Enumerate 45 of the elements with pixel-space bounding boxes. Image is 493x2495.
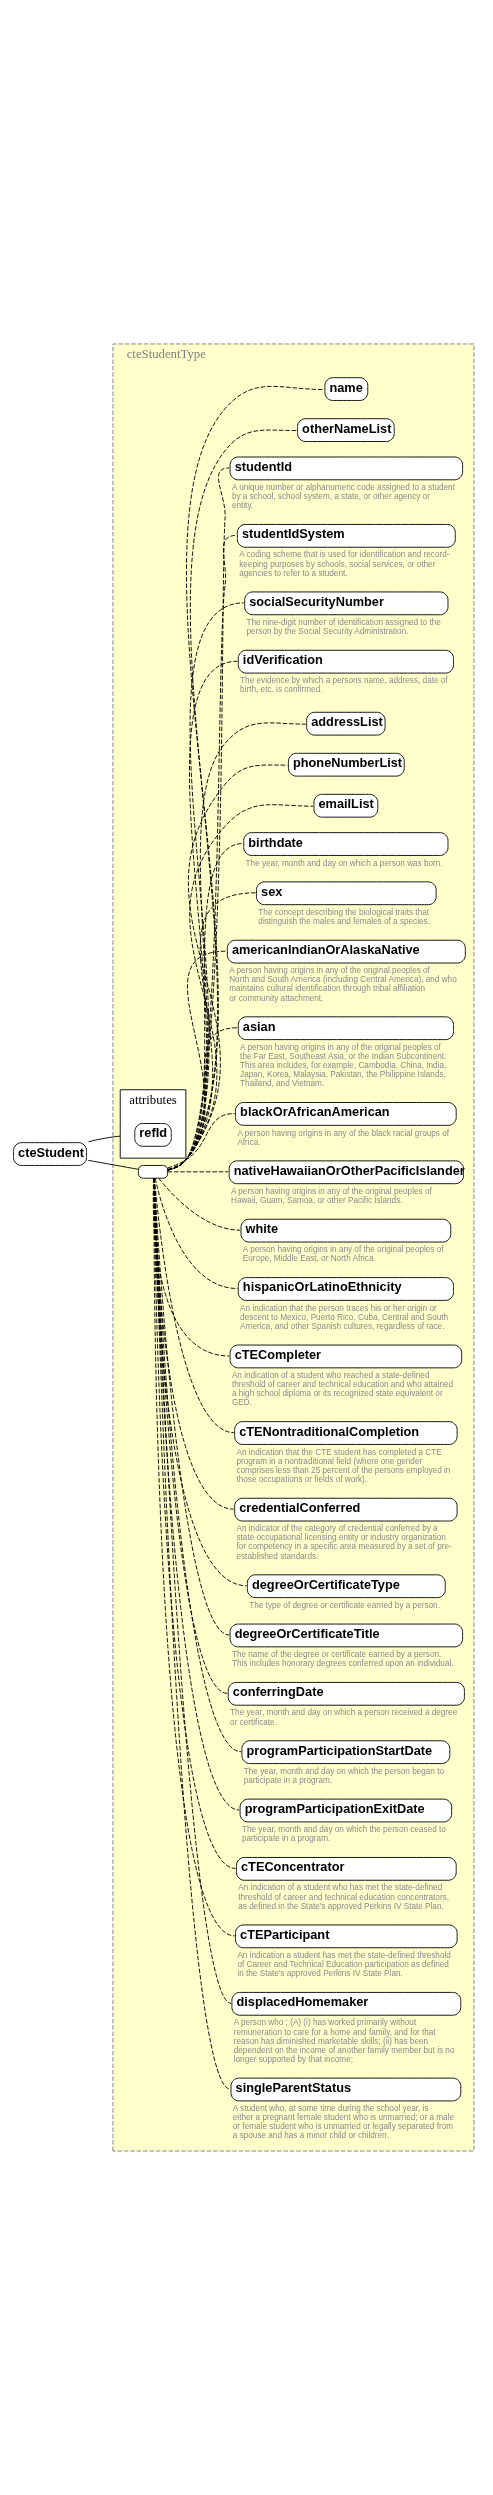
- connector: [167, 764, 288, 1171]
- node-label: A unique number or alphanumeric code assigned to a student by a school, school system, a state, or other agency or entity.: [231, 483, 455, 511]
- node-label: A coding scheme that is used for identification and record-keeping purposes by schools, social services, or other agencies to refer to a student.: [239, 550, 450, 578]
- connector: [167, 804, 314, 1171]
- connector: [167, 385, 325, 1171]
- connector: [154, 1177, 238, 1289]
- node-label: An indication that the CTE student has completed a CTE program in a nontraditional field (where one gender comprises less than 25 percent of the persons employed in those occupations or fields of work).: [236, 1447, 451, 1485]
- connector: [167, 843, 244, 1171]
- node-label: The evidence by which a persons name, address, date of birth, etc. is confirmed.: [240, 676, 448, 695]
- node-label: A person having origins in any of the original peoples of the Far East, Southeast Asia, or the Indian Subcontinent. This area includes, for example, Cambodia, China, India, Japan, Korea, Malaysia, Pakistan, the Philippine Islands, Thailand, and Vietnam.: [240, 1042, 447, 1089]
- node-label: The year, month and day on which the person ceased to participate in a program.: [241, 1825, 446, 1844]
- node-label: A person who ; (A) (i) has worked primarily without remuneration to care for a home and family, and for that reason has diminished marketable skills; (ii) has been dependent on the income of another family member but is no longer supported by that income;: [233, 2018, 455, 2064]
- node-label: The name of the degree or certificate earned by a person. This includes honorary degrees conferred upon an individual.: [231, 1650, 454, 1669]
- connector: [167, 602, 245, 1171]
- connector: [167, 892, 257, 1171]
- connector: [167, 722, 307, 1171]
- connector: [167, 467, 230, 1171]
- node-label: A person having origins in any of the original peoples of Europe, Middle East, or North Africa.: [242, 1245, 444, 1264]
- connector: [167, 950, 227, 1171]
- connector: [167, 429, 298, 1171]
- node-label: The year, month and day on which a person was born.: [245, 858, 443, 868]
- node-label: A student who, at some time during the school year, is either a pregnant female student who is unmarried; or a male or female student who is unmarried or legally separated from a spouse and has a minor child or children.: [232, 2104, 455, 2141]
- node-label: An indication of a student who reached a state-defined threshold of career and technical education and who attained a high school diploma or its recognized state equivalent or GED.: [231, 1371, 454, 1408]
- connector: [153, 1177, 247, 1587]
- node-label: The type of degree or certificate earned by a person.: [249, 1600, 440, 1610]
- node-label: An indication that the person traces his or her origin or descent to Mexico, Puerto Rico, Cuba, Central and South America, and other Spanish cultures, regardless of race.: [240, 1303, 449, 1331]
- node-label: A person having origins in any of the original peoples of Hawaii, Guam, Samoa, or other Pacific Islands.: [231, 1186, 432, 1206]
- node-label: The year, month and day on which the person began to participate in a program.: [243, 1766, 445, 1785]
- connector: [158, 1178, 241, 1231]
- connector: [167, 534, 237, 1171]
- node-label: An indication of a student who has met the state-defined threshold of career and technical education concentrators, as defined in the State's approved Perkins IV State Plan.: [238, 1883, 450, 1911]
- connector: [167, 1171, 229, 1173]
- node-label: A person having origins in any of the original peoples of North and South America (including Central America), and who maintains cultural identification through tribal affiliation or community attachment.: [229, 966, 457, 1003]
- node-label: The year, month and day on which a person received a degree or certificate.: [230, 1708, 458, 1727]
- connector: [167, 1113, 236, 1169]
- node-label: An indicator of the category of credential conferred by a state occupational licensing entity or industry organization for competency in a specific area measured by a set of pre-established standards.: [236, 1524, 452, 1561]
- connector: [167, 1027, 238, 1170]
- connector: [87, 1159, 139, 1170]
- node-label: The concept describing the biological traits that distinguish the males and females of a species.: [258, 907, 430, 927]
- connector: [167, 660, 238, 1171]
- node-label: A person having origins in any of the black racial groups of Africa.: [237, 1128, 450, 1147]
- node-label: An indication a student has met the state-defined threshold of Career and Technical Education participation as defined in the State's approved Perkins IV State Plan.: [237, 1950, 451, 1979]
- connector: [88, 1135, 121, 1143]
- node-box: [138, 1165, 169, 1179]
- node-label: The nine-digit number of identification assigned to the person by the Social Security Administration.: [246, 617, 441, 637]
